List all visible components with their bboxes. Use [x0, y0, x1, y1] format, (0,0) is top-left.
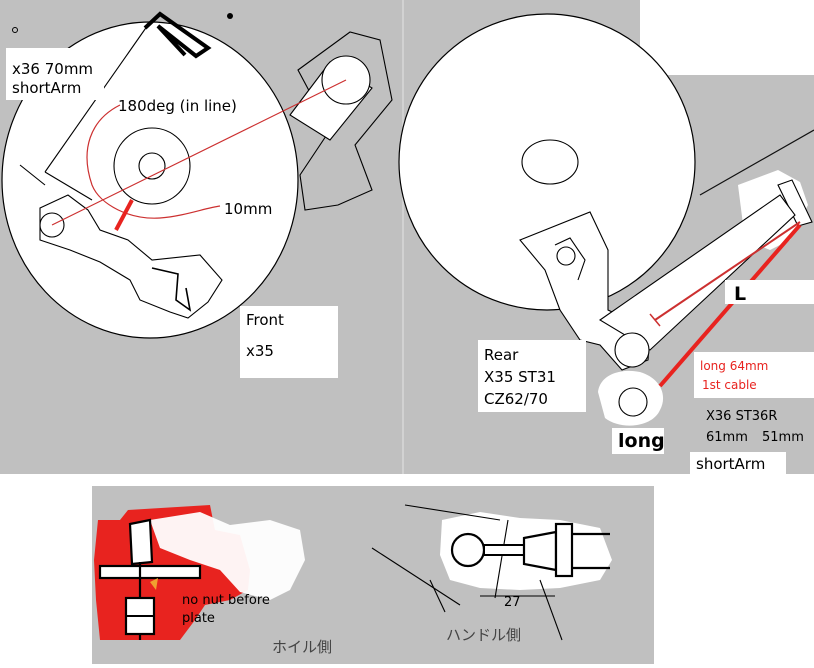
label-handle-side: ハンドル側: [446, 626, 521, 644]
orange-arrow: [150, 578, 158, 590]
rear-dim-tick-1: [649, 313, 661, 327]
rear-hub: [521, 139, 579, 185]
cable-ferrule: [554, 522, 574, 578]
label-box-long64: [694, 352, 814, 398]
cable-shaft: [483, 544, 525, 556]
guide-line-4: [494, 519, 509, 599]
front-arm-outline: [297, 31, 393, 211]
bottom-left-diagram: [94, 505, 305, 640]
washer-plate: [98, 564, 202, 580]
label-cz62-70: CZ62/70: [484, 390, 548, 408]
label-x36-70mm: x36 70mm: [12, 60, 93, 78]
cable-housing: [522, 530, 558, 572]
label-x35: x35: [246, 342, 274, 360]
label-box-rear: [478, 340, 586, 412]
label-box-front: [240, 306, 338, 378]
label-180deg: 180deg (in line): [118, 97, 237, 115]
label-10mm: 10mm: [224, 200, 272, 218]
cable-ball-end: [450, 532, 486, 568]
rear-dark-edge: [699, 129, 814, 196]
front-dim-line-3: [19, 164, 46, 186]
label-wheel-side: ホイル側: [272, 638, 332, 656]
guide-line-3: [429, 579, 446, 613]
label-front: Front: [246, 311, 284, 329]
front-dot: [227, 13, 233, 19]
rear-dim-line: [654, 221, 801, 321]
front-lower-linkage: [39, 194, 223, 319]
label-box-rear-short-arm: [690, 452, 786, 474]
guide-line-2: [371, 547, 461, 606]
front-red-curve: [86, 104, 221, 219]
rear-pivot-lower: [618, 387, 648, 417]
front-caliper-top: [143, 11, 212, 59]
rear-hub-diagram: [398, 0, 814, 426]
label-long: long: [618, 430, 665, 452]
front-lower-detail: [151, 267, 192, 312]
rear-pivot-upper: [614, 332, 650, 368]
bottom-right-diagram: [371, 504, 612, 641]
rear-long-cable: [658, 223, 802, 388]
front-small-circle: [12, 27, 18, 33]
label-rear-short-arm: shortArm: [696, 455, 765, 473]
rear-arm-hole: [556, 246, 576, 266]
label-box-long: [612, 428, 664, 454]
label-long-64mm: long 64mm: [700, 359, 768, 373]
label-box-x36: [6, 48, 104, 100]
label-51mm: 51mm: [762, 430, 804, 445]
label-x36-st36r: X36 ST36R: [706, 409, 777, 424]
front-axis-line: [51, 79, 347, 226]
bolt-head: [128, 518, 154, 566]
label-rear: Rear: [484, 346, 519, 364]
label-27: 27: [504, 595, 521, 610]
label-x35-st31: X35 ST31: [484, 368, 556, 386]
label-no-nut: no nut before: [182, 593, 270, 608]
front-red-thick: [114, 199, 134, 231]
label-1st-cable: 1st cable: [702, 378, 757, 392]
guide-line-5: [539, 579, 563, 641]
front-hub-diagram: [1, 11, 393, 339]
front-dim-line-2: [44, 171, 93, 201]
label-61mm: 61mm: [706, 430, 748, 445]
white-highlight-region: [150, 512, 305, 600]
rear-white-region: [640, 0, 814, 75]
label-box-L: [725, 280, 814, 304]
label-L: L: [734, 283, 746, 305]
rear-arm-detail: [554, 237, 586, 281]
label-front-short-arm: shortArm: [12, 79, 81, 97]
label-plate: plate: [182, 611, 215, 626]
guide-line-1: [404, 504, 501, 521]
